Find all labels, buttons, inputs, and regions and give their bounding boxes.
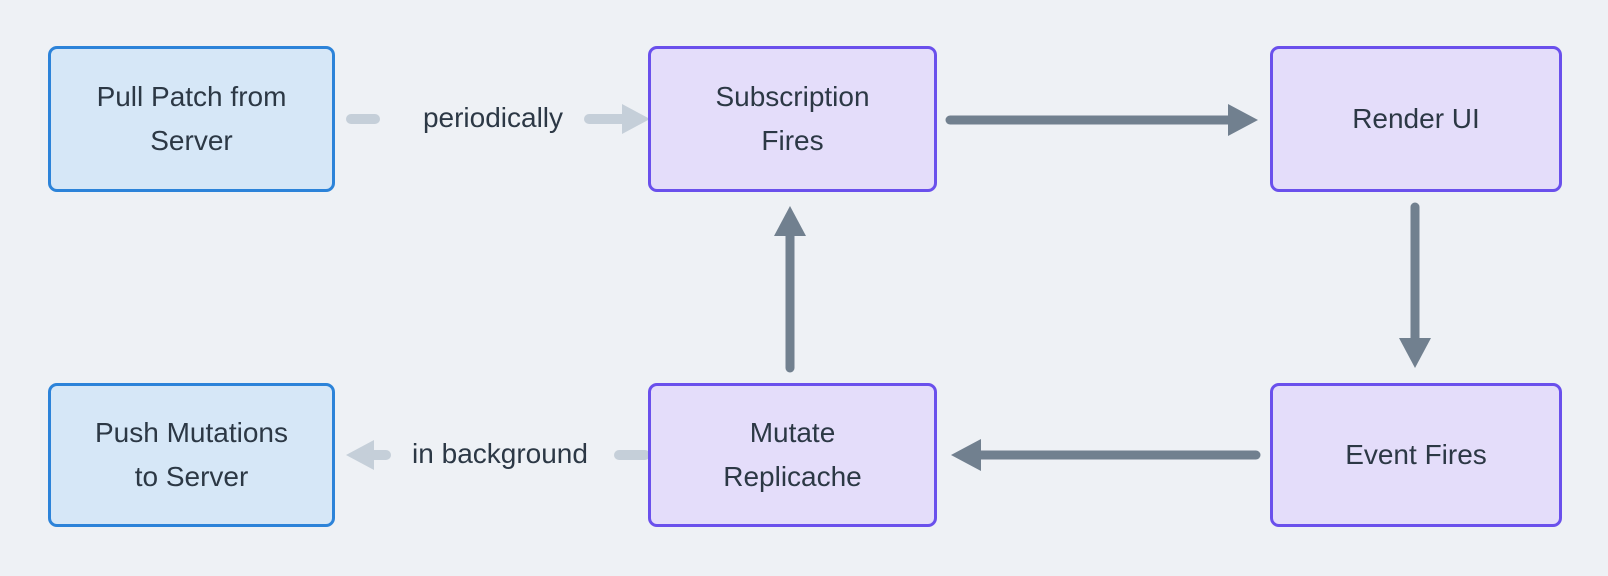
edge-render-to-event-arrow (1399, 202, 1431, 368)
node-event-fires: Event Fires (1270, 383, 1562, 527)
arrow-head-left-icon (346, 440, 374, 470)
node-label: Event Fires (1345, 438, 1487, 470)
node-push-mutations-to-server: Push Mutations to Server (48, 383, 335, 527)
edge-mutate-to-subscription-arrow (774, 206, 806, 373)
node-render-ui: Render UI (1270, 46, 1562, 192)
edge-label-periodically: periodically (422, 102, 564, 133)
node-label: Mutate Replicache (723, 416, 862, 492)
arrow-head-right-icon (622, 104, 650, 134)
node-subscription-fires: Subscription Fires (648, 46, 937, 192)
node-label: Pull Patch from Server (96, 80, 287, 156)
arrow-head-down-icon (1399, 338, 1431, 368)
arrow-head-left-icon (951, 439, 981, 471)
node-label: Push Mutations to Server (95, 416, 288, 492)
node-pull-patch-from-server: Pull Patch from Server (48, 46, 335, 192)
arrow-head-up-icon (774, 206, 806, 236)
edge-subscription-to-render-arrow (945, 104, 1258, 136)
node-label: Subscription Fires (715, 80, 870, 156)
edge-label-in-background: in background (412, 438, 588, 469)
node-label: Render UI (1352, 102, 1480, 134)
arrow-head-right-icon (1228, 104, 1258, 136)
edge-event-to-mutate-arrow (951, 439, 1261, 471)
node-mutate-replicache: Mutate Replicache (648, 383, 937, 527)
